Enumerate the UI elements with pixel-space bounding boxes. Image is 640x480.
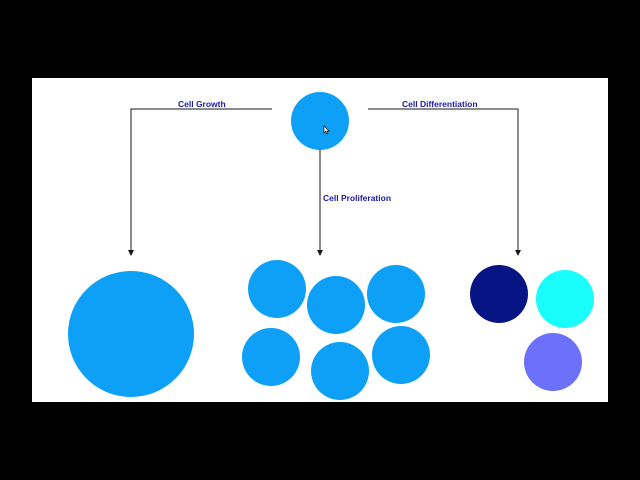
growth-arrow bbox=[128, 108, 272, 256]
daughter-cell bbox=[248, 260, 306, 318]
daughter-cell bbox=[242, 328, 300, 386]
cell-fate-diagram: Cell Growth Cell Proliferation Cell Diff… bbox=[68, 92, 594, 400]
differentiated-cells bbox=[470, 265, 594, 391]
differentiated-cell-navy bbox=[470, 265, 528, 323]
slide-canvas: Cell Growth Cell Proliferation Cell Diff… bbox=[32, 78, 608, 402]
daughter-cell bbox=[372, 326, 430, 384]
differentiation-arrow bbox=[368, 108, 521, 256]
label-cell-proliferation: Cell Proliferation bbox=[323, 193, 391, 203]
label-cell-growth: Cell Growth bbox=[178, 99, 226, 109]
grown-cell bbox=[68, 271, 194, 397]
mouse-cursor-icon bbox=[323, 125, 330, 135]
daughter-cell bbox=[307, 276, 365, 334]
daughter-cell bbox=[367, 265, 425, 323]
origin-cell bbox=[291, 92, 349, 150]
differentiated-cell-cyan bbox=[536, 270, 594, 328]
differentiated-cell-periwinkle bbox=[524, 333, 582, 391]
label-cell-differentiation: Cell Differentiation bbox=[402, 99, 478, 109]
daughter-cell bbox=[311, 342, 369, 400]
proliferated-cells bbox=[242, 260, 430, 400]
